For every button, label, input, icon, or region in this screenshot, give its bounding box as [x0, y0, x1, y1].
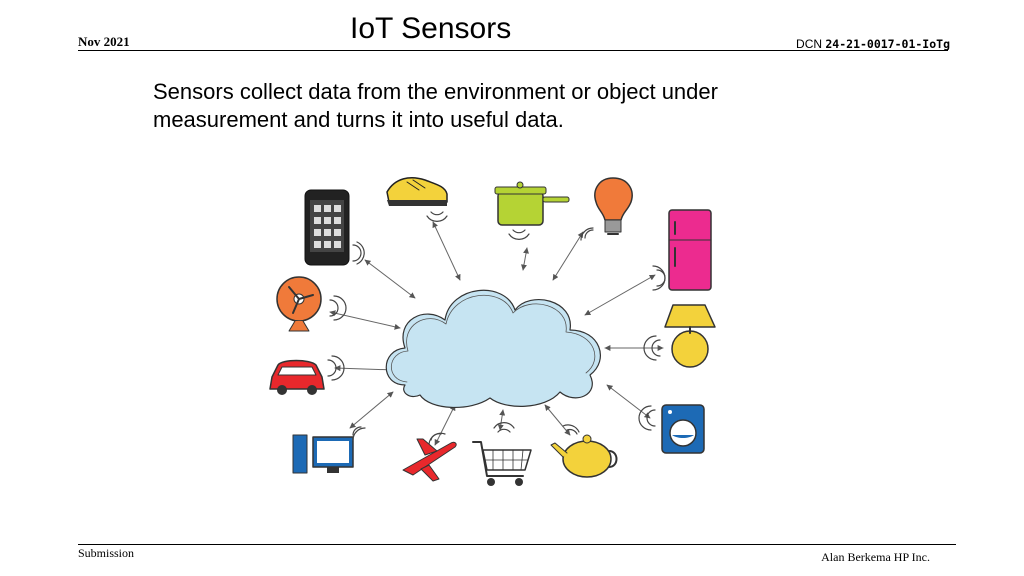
cooking-pot-icon: [494, 181, 570, 226]
body-line-1: Sensors collect data from the environmen…: [153, 79, 718, 104]
iot-illustration: [255, 160, 735, 510]
smartphone-icon: [304, 189, 350, 266]
fan-icon: [276, 276, 322, 332]
dcn-prefix: DCN: [796, 37, 823, 51]
shopping-cart-icon: [472, 441, 532, 486]
teapot-icon: [550, 434, 618, 478]
header-divider: [78, 50, 948, 51]
cloud-icon: [385, 289, 601, 408]
desktop-computer-icon: [292, 434, 354, 474]
light-bulb-icon: [594, 177, 633, 235]
dcn-label: DCN 24-21-0017-01-IoTg: [796, 37, 950, 51]
slide-title: IoT Sensors: [350, 12, 512, 45]
body-line-2: measurement and turns it into useful dat…: [153, 107, 564, 132]
footer-author: Alan Berkema HP Inc.: [821, 550, 930, 564]
body-paragraph: Sensors collect data from the environmen…: [153, 78, 853, 134]
signal-waves: [327, 211, 666, 445]
footer-divider: [78, 544, 956, 545]
footer-submission: Submission: [78, 546, 135, 560]
washing-machine-icon: [661, 404, 705, 454]
table-lamp-icon: [664, 304, 716, 368]
dcn-number: 24-21-0017-01-IoTg: [825, 37, 950, 51]
sneaker-icon: [386, 177, 448, 206]
refrigerator-icon: [668, 209, 712, 291]
header-date: Nov 2021: [78, 34, 130, 49]
connection-arrows: [329, 221, 664, 446]
airplane-icon: [402, 438, 457, 482]
car-icon: [269, 359, 325, 395]
